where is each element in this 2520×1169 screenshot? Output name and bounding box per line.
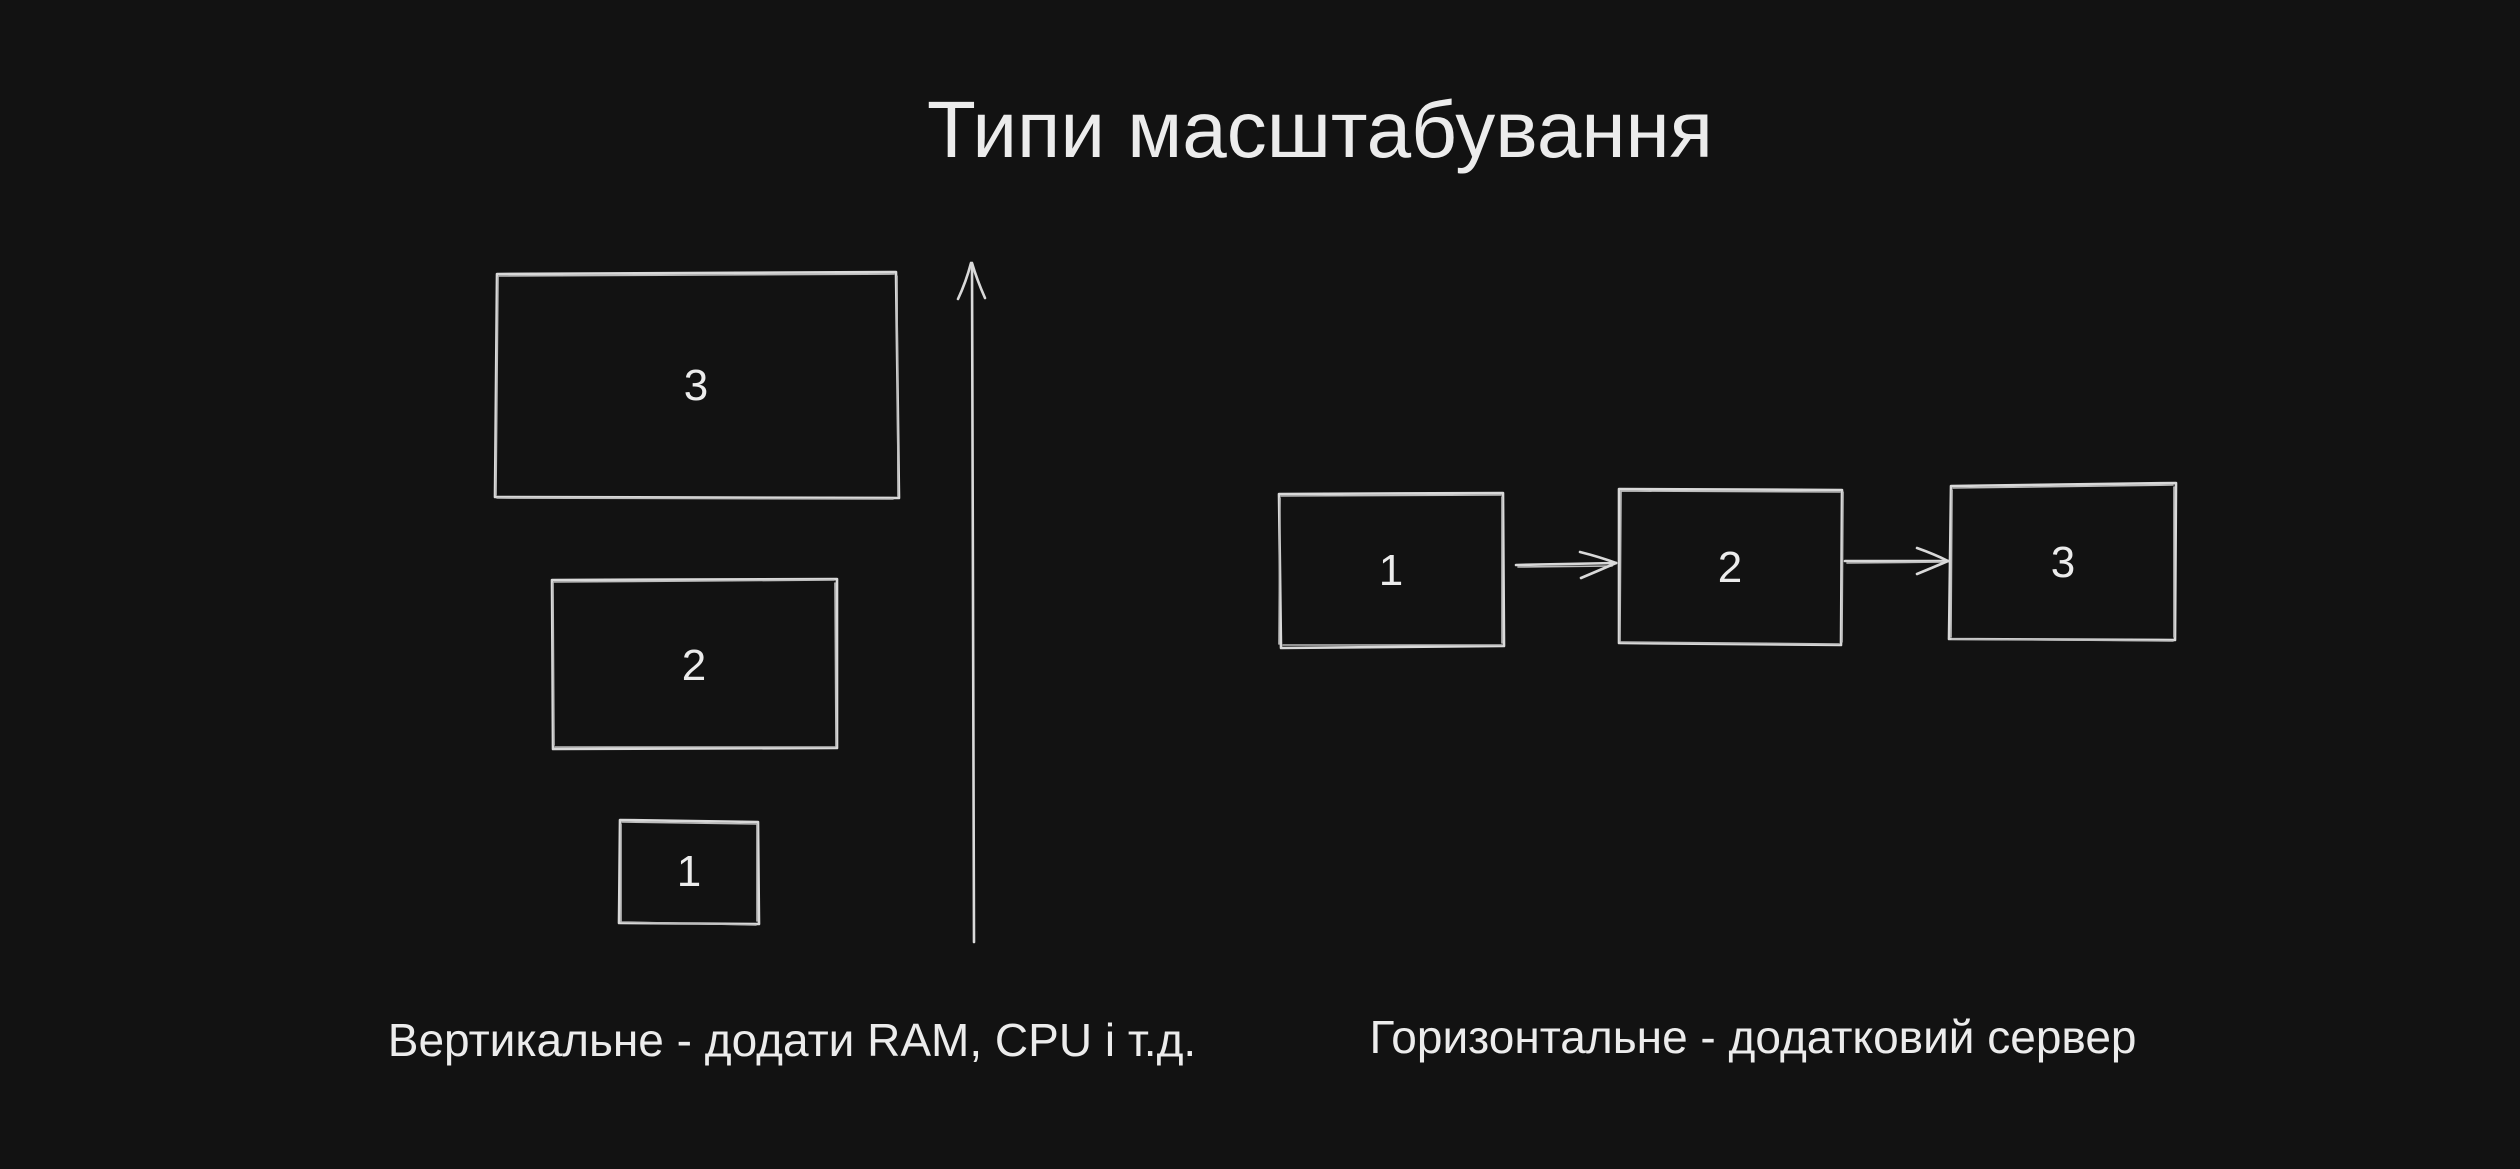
horizontal-box-2 (1617, 487, 1844, 647)
vertical-box-2 (550, 577, 839, 751)
horizontal-box-3-label: 3 (2051, 538, 2075, 587)
vertical-box-3-label: 3 (684, 361, 708, 410)
vertical-box-2-label: 2 (682, 641, 706, 690)
horizontal-box-1-label: 1 (1379, 546, 1403, 595)
vertical-box-3 (493, 270, 901, 500)
horizontal-box-1 (1277, 491, 1506, 650)
vertical-box-1-label: 1 (677, 847, 701, 896)
diagram-title: Типи масштабування (927, 85, 1713, 174)
horizontal-arrow-2-3 (1843, 546, 1950, 576)
vertical-caption: Вертикальне - додати RAM, CPU і т.д. (388, 1014, 1196, 1066)
vertical-up-arrow (956, 261, 987, 944)
horizontal-arrow-1-2 (1514, 550, 1618, 580)
vertical-box-1 (617, 818, 761, 926)
horizontal-box-3 (1947, 481, 2178, 642)
horizontal-scaling-group: 1 2 3 Горизонтальне - додатковий сервер (1277, 481, 2178, 1063)
horizontal-box-2-label: 2 (1718, 543, 1742, 592)
vertical-scaling-group: 3 2 1 Вертикальне - додати RAM, CPU і т.… (388, 261, 1196, 1066)
horizontal-caption: Горизонтальне - додатковий сервер (1369, 1011, 2136, 1063)
